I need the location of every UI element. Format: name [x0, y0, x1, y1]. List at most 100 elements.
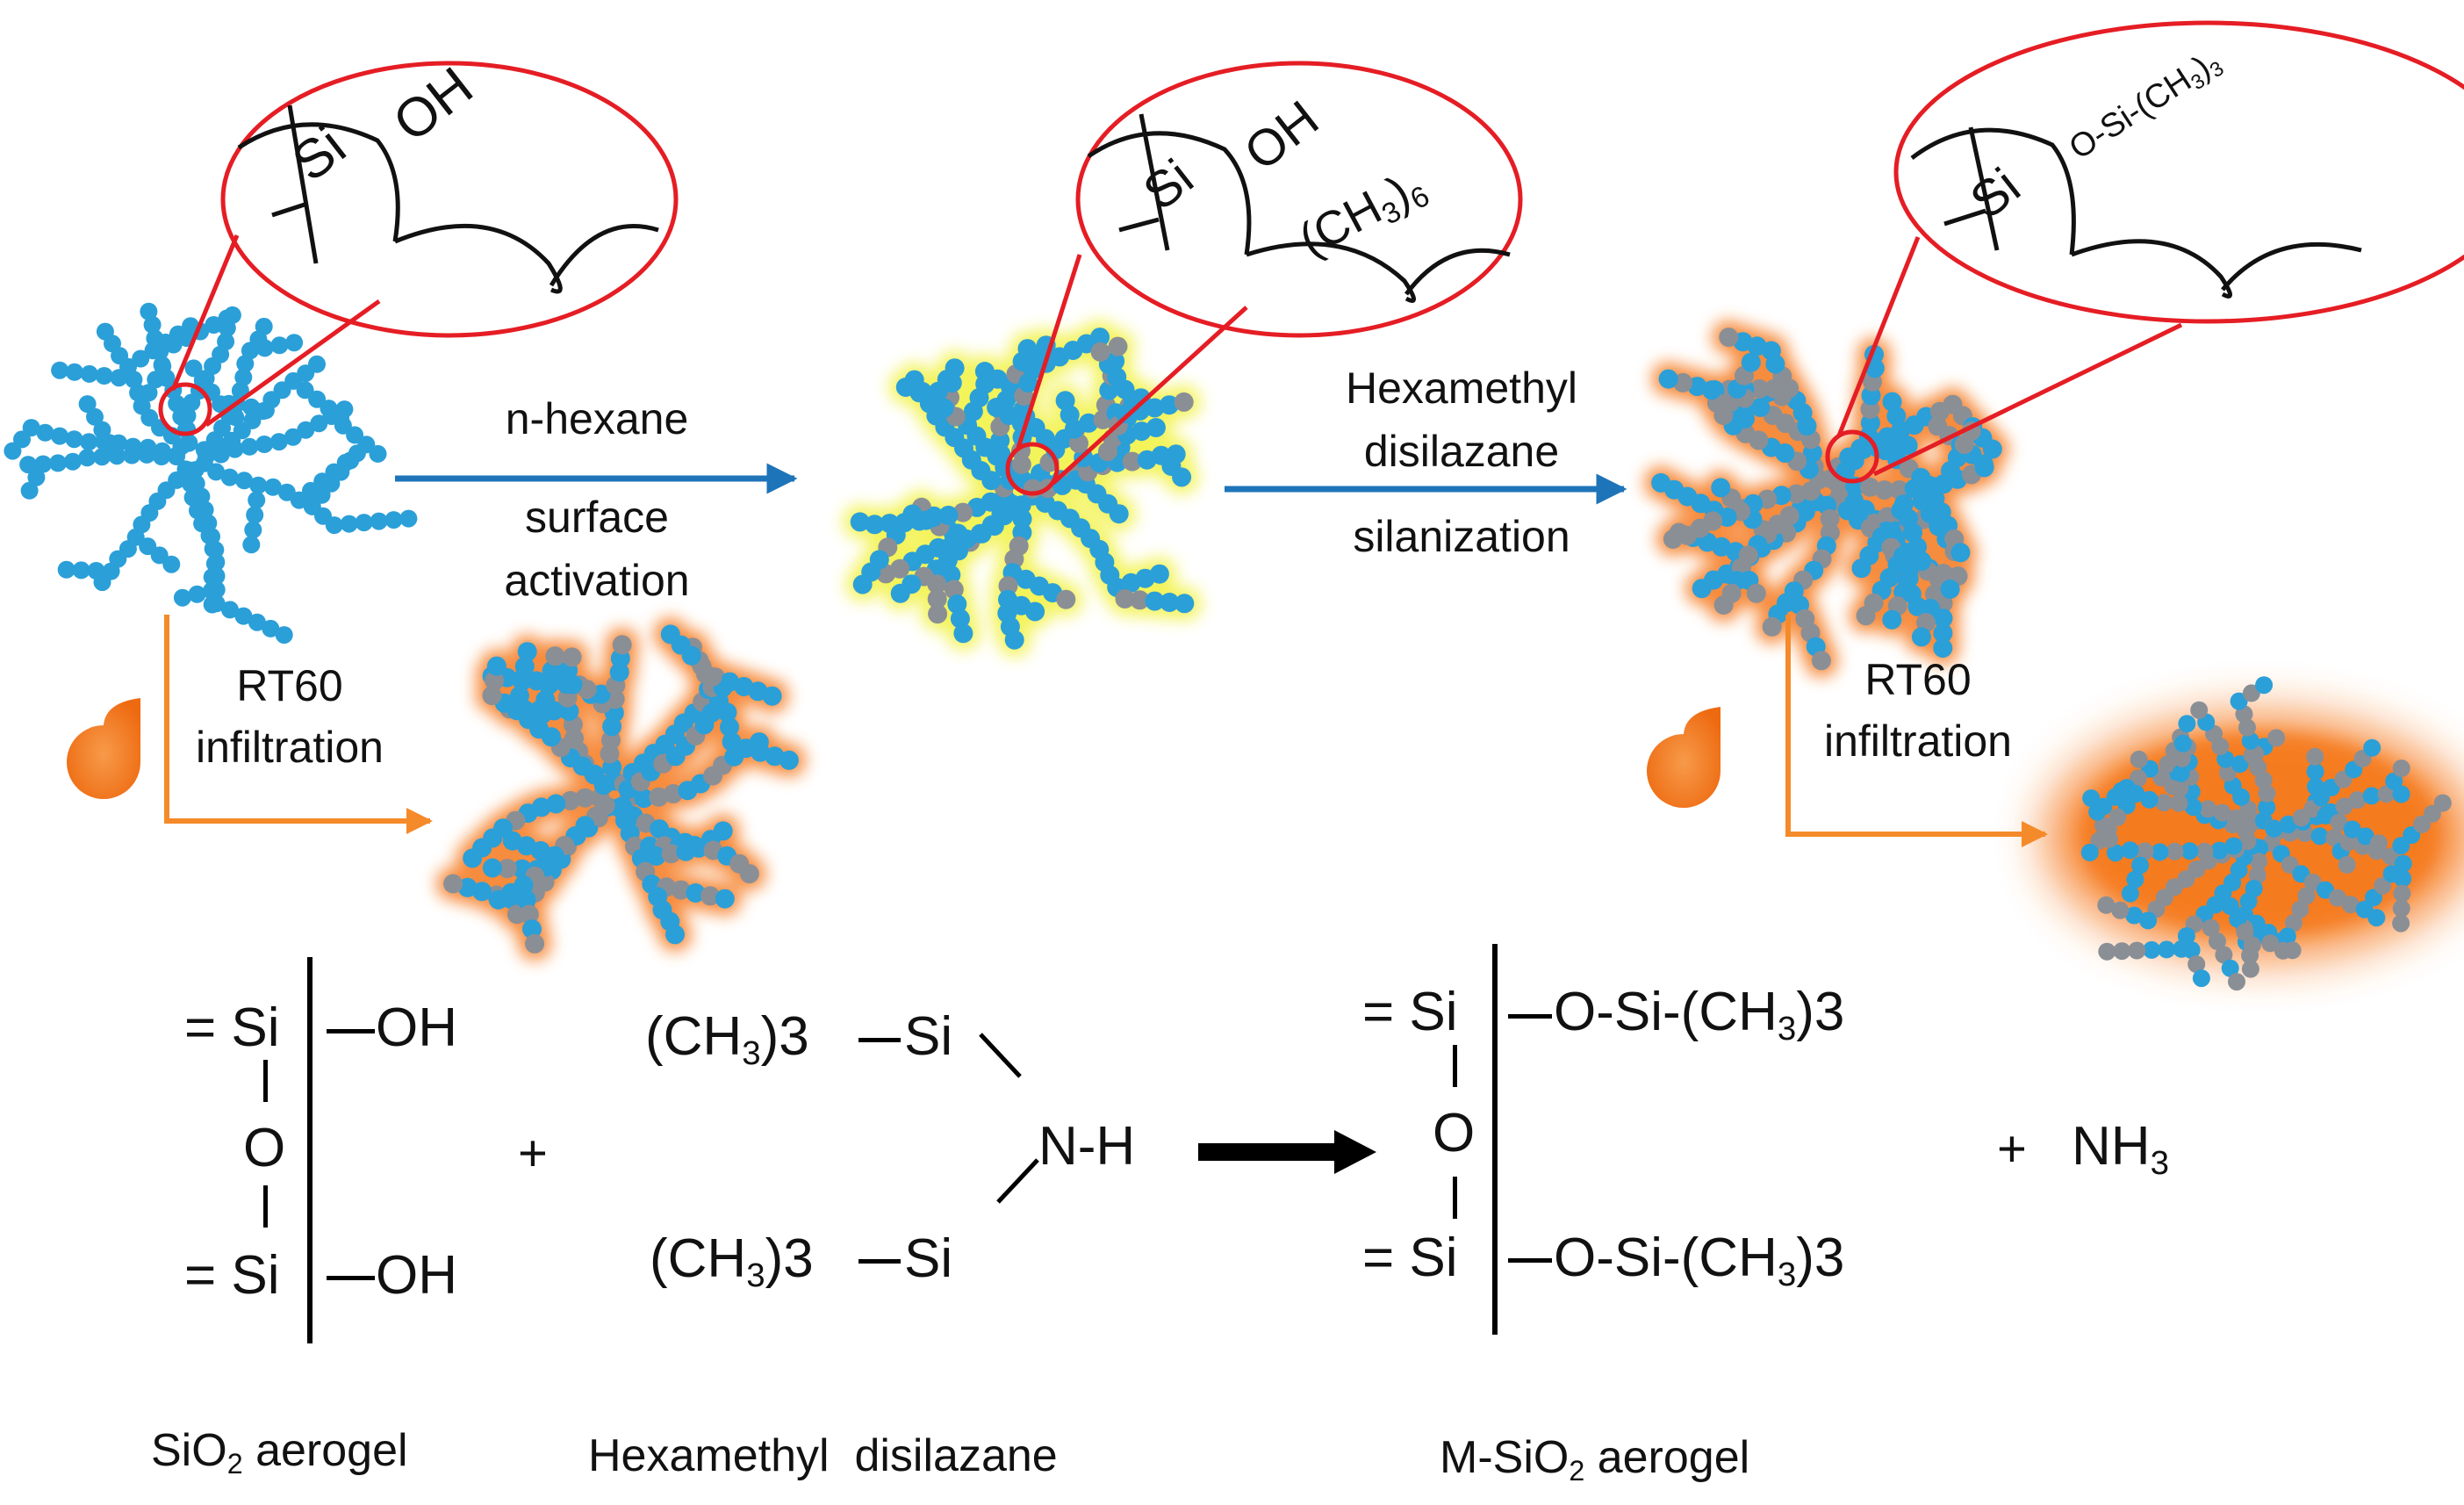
step1-reagent-label: n-hexane — [505, 394, 689, 443]
aerogel-particle — [2236, 923, 2254, 941]
hmds-bottom-ch3: (CH3)3 — [650, 1228, 814, 1295]
hmds-bottom-si: Si — [904, 1228, 953, 1289]
aerogel-particle — [1851, 558, 1871, 579]
aerogel-particle — [200, 526, 219, 544]
aerogel-particle — [182, 475, 200, 493]
caption-sio2-rest: aerogel — [242, 1425, 408, 1476]
aerogel-particle — [720, 717, 739, 738]
aerogel-particle — [1746, 583, 1766, 603]
aerogel-particle — [207, 553, 226, 572]
aerogel-particle — [987, 398, 1007, 417]
aerogel-particle — [2221, 897, 2239, 915]
aerogel-particle — [2392, 899, 2410, 918]
aerogel-particle — [944, 580, 964, 600]
aerogel-particle — [2190, 701, 2209, 719]
aerogel-particle — [2143, 940, 2161, 959]
aerogel-particle — [65, 363, 83, 381]
aerogel-particle — [275, 626, 293, 644]
aerogel-particle — [207, 567, 226, 585]
aerogel-particle — [950, 608, 970, 629]
aerogel-particle — [1056, 589, 1076, 609]
reaction-structure-lines — [979, 1033, 1039, 1204]
aerogel-particle — [1055, 391, 1075, 411]
aerogel-particle — [2221, 959, 2239, 977]
aerogel-particle — [485, 671, 505, 691]
caption-msio2-sub: 2 — [1569, 1455, 1585, 1487]
aerogel-particle — [1874, 480, 1894, 500]
aerogel-particle — [162, 555, 181, 573]
aerogel-particle — [1882, 609, 1902, 630]
aerogel-particle — [269, 433, 288, 451]
aerogel-particle — [1911, 627, 1931, 647]
aerogel-particle — [2128, 941, 2146, 960]
aerogel-particle — [1933, 623, 1953, 644]
resin-droplet-icon-left — [67, 698, 140, 799]
aerogel-particle — [2113, 942, 2131, 961]
aerogel-particle — [129, 384, 147, 402]
aerogel-particle — [634, 789, 654, 809]
reactant-si-o-bond-lower — [263, 1185, 268, 1228]
aerogel-particle — [2170, 794, 2188, 812]
aerogel-particle — [146, 329, 164, 348]
aerogel-particle — [235, 472, 254, 490]
product-si-o-bond-upper — [1453, 1045, 1457, 1087]
aerogel-particle — [865, 515, 885, 535]
aerogel-particle — [248, 491, 266, 509]
aerogel-particle — [2393, 884, 2411, 903]
caption-msio2-aerogel: M-SiO2 aerogel — [1440, 1431, 1749, 1487]
plus-sign-2: + — [1997, 1120, 2027, 1177]
aerogel-particle — [2241, 960, 2259, 978]
aerogel-particle — [1166, 444, 1186, 464]
aerogel-particle — [1146, 418, 1166, 437]
aerogel-particle — [2173, 749, 2191, 767]
step1-action-line1: surface — [525, 493, 669, 542]
aerogel-particle — [2285, 914, 2302, 933]
byproduct-nh3-sub: 3 — [2150, 1143, 2169, 1182]
aerogel-particle — [1860, 477, 1880, 497]
aerogel-particle — [890, 583, 910, 603]
aerogel-particle — [2192, 969, 2210, 988]
infiltration-left-line2: infiltration — [196, 723, 384, 772]
aerogel-particle — [661, 844, 681, 864]
aerogel-particle — [497, 859, 517, 879]
aerogel-particle — [173, 588, 191, 607]
aerogel-particle — [2356, 827, 2374, 846]
product-group-bottom-sub: 3 — [1777, 1255, 1797, 1293]
aerogel-particle — [671, 880, 691, 900]
aerogel-particle — [36, 423, 54, 442]
aerogel-particle — [2173, 734, 2192, 752]
aerogel-particle — [663, 784, 683, 803]
aerogel-particle — [2121, 841, 2139, 860]
callout-1-magnifier — [158, 61, 679, 436]
aerogel-particle — [2258, 784, 2276, 803]
aerogel-particle — [2382, 865, 2401, 883]
aerogel-particle — [249, 476, 268, 494]
aerogel-particle — [1741, 352, 1761, 372]
aerogel-particle — [1860, 413, 1880, 433]
aerogel-particle — [2139, 911, 2158, 930]
aerogel-particle — [1090, 342, 1110, 362]
aerogel-particle — [1750, 397, 1771, 417]
aerogel-particle — [562, 647, 582, 667]
aerogel-particle — [947, 594, 967, 614]
aerogel-particle — [2229, 910, 2247, 928]
aerogel-particle — [646, 846, 666, 866]
caption-sio2-aerogel: SiO2 aerogel — [151, 1424, 408, 1480]
aerogel-particle — [1883, 436, 1903, 457]
aerogel-particle — [2155, 794, 2173, 812]
aerogel-particle — [715, 889, 735, 909]
aerogel-particle — [178, 407, 197, 425]
aerogel-particle — [325, 516, 343, 535]
aerogel-particle — [2231, 755, 2249, 774]
aerogel-particle — [95, 432, 113, 450]
aerogel-particle — [2195, 842, 2214, 861]
aerogel-particle — [341, 451, 360, 470]
aerogel-particle — [80, 433, 98, 451]
hmds-top-ch3-base: (CH — [645, 1006, 743, 1067]
aerogel-particle — [2094, 797, 2113, 816]
hmds-top-bond — [858, 1038, 901, 1042]
aerogel-particle — [204, 540, 222, 558]
aerogel-particle — [1011, 455, 1031, 474]
